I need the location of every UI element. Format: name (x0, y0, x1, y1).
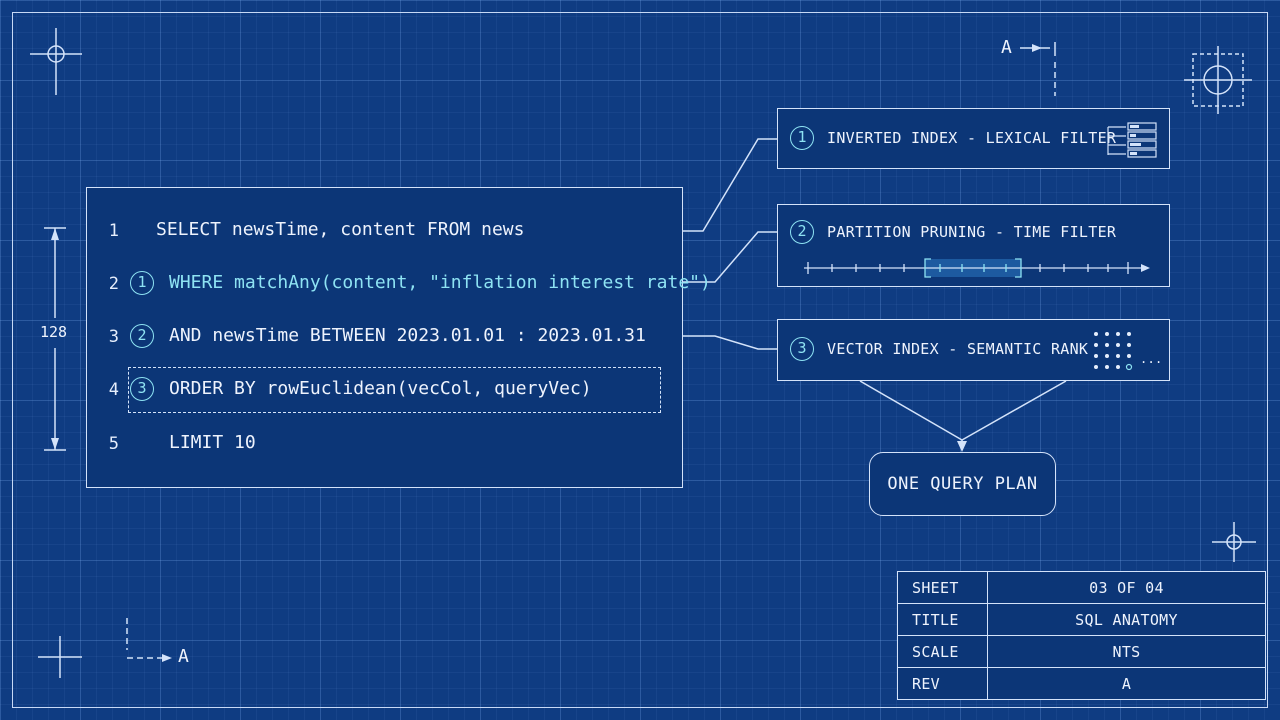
panel-label: INVERTED INDEX - LEXICAL FILTER (827, 129, 1117, 147)
line-number: 2 (108, 274, 119, 294)
title-block-value: NTS (987, 635, 1266, 668)
sql-line-order-by: ORDER BY rowEuclidean(vecCol, queryVec) (169, 378, 592, 399)
connector-line-1 (683, 138, 778, 232)
sql-line-limit: LIMIT 10 (169, 432, 256, 453)
line-number: 3 (108, 327, 119, 347)
registration-target-top-right (1184, 46, 1252, 114)
line-number: 1 (108, 221, 119, 241)
panel-partition-pruning: 2 PARTITION PRUNING - TIME FILTER (777, 204, 1170, 287)
title-block-row: REV A (897, 667, 1266, 700)
timeline-icon (804, 258, 1150, 278)
line-number: 4 (108, 380, 119, 400)
title-block-row: SCALE NTS (897, 635, 1266, 668)
title-block-key: TITLE (897, 603, 988, 636)
sql-line-select: SELECT newsTime, content FROM news (156, 219, 525, 240)
title-block-key: SCALE (897, 635, 988, 668)
line-number: 5 (108, 434, 119, 454)
query-plan-box: ONE QUERY PLAN (869, 452, 1056, 516)
order-by-highlight (128, 367, 661, 413)
title-block-value: A (987, 667, 1266, 700)
sql-code-panel: 1 SELECT newsTime, content FROM news 2 1… (86, 187, 711, 488)
connector-line-2 (683, 231, 778, 283)
section-mark-top (1020, 42, 1056, 96)
title-block: SHEET 03 OF 04 TITLE SQL ANATOMY SCALE N… (897, 571, 1266, 700)
step-marker-2: 2 (130, 324, 154, 348)
connector-line-3 (683, 335, 778, 350)
title-block-row: TITLE SQL ANATOMY (897, 603, 1266, 636)
converge-line-right (961, 380, 1067, 441)
title-block-value: SQL ANATOMY (987, 603, 1266, 636)
title-block-key: SHEET (897, 571, 988, 604)
sql-line-and: AND newsTime BETWEEN 2023.01.01 : 2023.0… (169, 325, 646, 346)
panel-label: PARTITION PRUNING - TIME FILTER (827, 223, 1117, 241)
step-marker-1: 1 (790, 126, 814, 150)
panel-inverted-index: 1 INVERTED INDEX - LEXICAL FILTER (777, 108, 1170, 169)
title-block-value: 03 OF 04 (987, 571, 1266, 604)
index-list-icon (1107, 122, 1157, 158)
step-marker-2: 2 (790, 220, 814, 244)
crosshair-bottom-left (38, 636, 82, 678)
vector-dots-icon (1094, 332, 1133, 371)
panel-label: VECTOR INDEX - SEMANTIC RANK (827, 340, 1089, 358)
panel-vector-index: 3 VECTOR INDEX - SEMANTIC RANK ... (777, 319, 1170, 381)
converge-line-left (859, 380, 963, 441)
section-label-top: A (1001, 37, 1012, 58)
step-marker-1: 1 (130, 271, 154, 295)
dimension-label: 128 (40, 323, 68, 341)
title-block-key: REV (897, 667, 988, 700)
section-mark-bottom (126, 618, 165, 659)
crosshair-top-left (30, 28, 82, 95)
crosshair-right (1212, 522, 1256, 562)
sql-line-where: WHERE matchAny(content, "inflation inter… (169, 272, 711, 293)
title-block-row: SHEET 03 OF 04 (897, 571, 1266, 604)
step-marker-3: 3 (790, 337, 814, 361)
step-marker-3: 3 (130, 377, 154, 401)
section-label-bottom: A (178, 646, 189, 667)
ellipsis-text: ... (1140, 352, 1163, 366)
